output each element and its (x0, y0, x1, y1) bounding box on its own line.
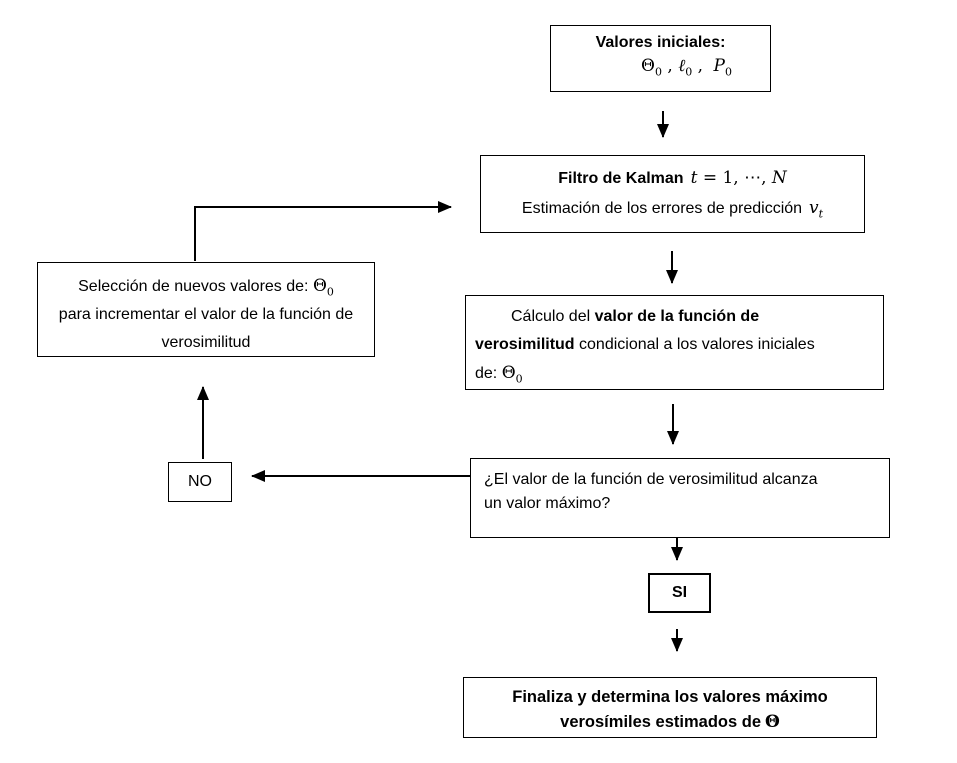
seleccion-line-1: Selección de nuevos valores de: Θ0 (78, 276, 334, 299)
calculo-line-1: Cálculo del valor de la función de (511, 308, 760, 325)
no-label: NO (188, 473, 212, 490)
valores-title: Valores iniciales: (595, 34, 726, 51)
theta-zero-symbol: Θ0 (501, 363, 523, 386)
node-no: NO (168, 462, 232, 502)
theta-symbol: Θ (765, 712, 780, 732)
theta-zero-symbol: Θ0 (312, 276, 334, 299)
node-si: SI (648, 573, 711, 613)
valores-math-symbols: Θ0 , ℓ0 , P0 (641, 55, 732, 78)
calculo-line-2: verosimilitud condicional a los valores … (475, 336, 815, 353)
pregunta-line-1: ¿El valor de la función de verosimilitud… (484, 471, 818, 488)
node-seleccion-nuevos-valores: Selección de nuevos valores de: Θ0 para … (37, 262, 375, 357)
node-pregunta-maximo: ¿El valor de la función de verosimilitud… (470, 458, 890, 538)
node-valores-iniciales: Valores iniciales: Θ0 , ℓ0 , P0 (550, 25, 771, 92)
node-calculo-verosimilitud: Cálculo del valor de la función de veros… (465, 295, 884, 390)
seleccion-line-2: para incrementar el valor de la función … (58, 306, 354, 351)
pregunta-line-2: un valor máximo? (484, 495, 611, 512)
finaliza-line-1: Finaliza y determina los valores máximo (512, 688, 828, 706)
prediction-error-symbol: vt (809, 197, 824, 221)
kalman-math-range: t = 1, ⋯, N (690, 168, 787, 188)
calculo-line-3: de: Θ0 (475, 363, 523, 386)
node-finaliza: Finaliza y determina los valores máximo … (463, 677, 877, 738)
arrow-seleccion-to-kalman (194, 201, 452, 261)
si-label: SI (671, 584, 688, 601)
